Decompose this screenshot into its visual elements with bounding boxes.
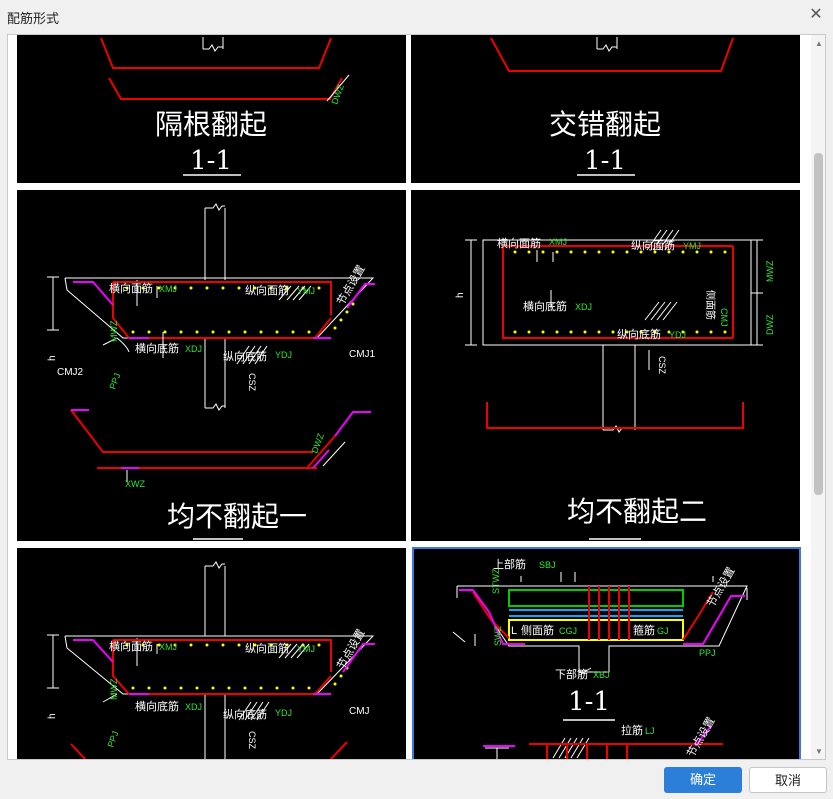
close-icon[interactable]: ✕ (809, 6, 823, 23)
label-xmj: XMJ (159, 642, 177, 652)
options-panel: DWZ 隔根翻起 1-1 交错翻起 1-1 (7, 34, 826, 760)
cancel-button[interactable]: 取消 (749, 767, 827, 793)
label-ppj: PPJ (107, 372, 122, 391)
label-ppj: PPJ (105, 730, 120, 749)
label-ydj: YDJ (669, 330, 686, 340)
option-tile-staggered-bent[interactable]: 交错翻起 1-1 (411, 35, 800, 183)
option-tile-alternate-bent[interactable]: DWZ 隔根翻起 1-1 (17, 35, 406, 183)
label-mwz: MWZ (109, 678, 119, 700)
label-lj-cn: 拉筋 (621, 723, 643, 737)
option-tile-no-bent-3[interactable]: 横向面筋 XMJ 纵向面筋 YMJ 横向底筋 XDJ 纵向底筋 YDJ 节点设置… (17, 548, 406, 759)
label-dwz: DWZ (309, 432, 326, 455)
label-cmj: CMJ (719, 308, 729, 327)
tile-caption: 均不翻起二 (567, 495, 707, 528)
scroll-up-icon[interactable]: ▲ (815, 39, 823, 48)
diagram-no-bent-1: 横向面筋 XMJ 纵向面筋 YMJ 横向底筋 XDJ 纵向底筋 YDJ 节点设置… (47, 203, 376, 540)
label-lj: LJ (645, 726, 655, 736)
label-xdj-cn: 横向底筋 (523, 299, 567, 313)
label-csz: CSZ (657, 356, 667, 375)
label-cgj: CGJ (559, 626, 577, 636)
label-l: L (511, 625, 517, 637)
label-node-setting: 节点设置 (704, 565, 737, 610)
section-label: 1-1 (584, 146, 626, 176)
label-cmj1: CMJ1 (349, 349, 376, 360)
label-xbj-cn: 下部筋 (555, 667, 588, 681)
label-ymj-cn: 纵向面筋 (245, 641, 289, 655)
label-ydj-cn: 纵向底筋 (223, 707, 267, 721)
label-xdj-cn: 横向底筋 (135, 341, 179, 355)
label-h: h (455, 292, 466, 298)
label-ydj: YDJ (275, 708, 292, 718)
diagram-beam-stirrup: 上部筋 SBJ STWZ SWZ L 侧面筋 CGJ 箍筋 GJ 节点设置 PP… (452, 557, 748, 760)
label-xwz: XWZ (125, 479, 145, 489)
vertical-scrollbar[interactable]: ▲ ▼ (811, 35, 825, 759)
label-sbj-cn: 上部筋 (493, 557, 526, 571)
label-xdj: XDJ (575, 302, 592, 312)
label-xmj-cn: 横向面筋 (109, 281, 153, 295)
label-ymj: YMJ (297, 644, 315, 654)
scroll-down-icon[interactable]: ▼ (815, 747, 823, 756)
scroll-thumb[interactable] (814, 153, 823, 495)
label-h: h (47, 713, 58, 719)
diagram-staggered-bent: 交错翻起 1-1 (490, 37, 734, 176)
label-cmj-cn: 侧面筋 (704, 290, 717, 320)
tile-caption: 交错翻起 (549, 108, 661, 141)
section-label: 1-1 (568, 687, 610, 717)
label-xdj: XDJ (185, 344, 202, 354)
diagram-alternate-bent: DWZ 隔根翻起 1-1 (100, 37, 350, 176)
diagram-no-bent-2: 横向面筋 XMJ 纵向面筋 YMJ 横向底筋 XDJ 纵向底筋 YDJ 侧面筋 … (455, 229, 775, 540)
label-xdj-cn: 横向底筋 (135, 699, 179, 713)
label-xbj: XBJ (593, 670, 610, 680)
tile-caption: 均不翻起一 (167, 500, 307, 533)
label-dwz: DWZ (765, 314, 775, 335)
label-node-setting: 节点设置 (334, 263, 367, 308)
label-h: h (47, 355, 58, 361)
section-label: 1-1 (190, 146, 232, 176)
diagram-no-bent-3: 横向面筋 XMJ 纵向面筋 YMJ 横向底筋 XDJ 纵向底筋 YDJ 节点设置… (47, 561, 375, 759)
label-ydj-cn: 纵向底筋 (617, 327, 661, 341)
dialog-titlebar: 配筋形式 ✕ (0, 0, 833, 32)
label-sbj: SBJ (539, 560, 556, 570)
label-ydj: YDJ (275, 350, 292, 360)
confirm-button[interactable]: 确定 (664, 767, 742, 793)
option-tile-no-bent-1[interactable]: 横向面筋 XMJ 纵向面筋 YMJ 横向底筋 XDJ 纵向底筋 YDJ 节点设置… (17, 190, 406, 541)
label-stwz: STWZ (491, 568, 501, 594)
label-ymj-cn: 纵向面筋 (245, 283, 289, 297)
dialog-title: 配筋形式 (7, 11, 60, 26)
label-swz: SWZ (493, 626, 503, 646)
label-ymj-cn: 纵向面筋 (631, 238, 675, 252)
label-cgj-cn: 侧面筋 (521, 623, 554, 637)
label-node-setting: 节点设置 (334, 627, 367, 672)
tile-caption: 隔根翻起 (155, 108, 267, 141)
label-cmj: CMJ (349, 706, 370, 717)
label-csz: CSZ (247, 731, 257, 750)
label-ymj: YMJ (297, 286, 315, 296)
label-mwz: MWZ (109, 320, 119, 342)
option-tile-beam-stirrup[interactable]: 上部筋 SBJ STWZ SWZ L 侧面筋 CGJ 箍筋 GJ 节点设置 PP… (412, 547, 801, 760)
label-gj: GJ (657, 626, 669, 636)
label-mwz: MWZ (765, 260, 775, 282)
label-ppj: PPJ (699, 648, 716, 658)
label-csz: CSZ (247, 373, 257, 392)
label-xmj: XMJ (159, 284, 177, 294)
label-ydj-cn: 纵向底筋 (223, 349, 267, 363)
option-tile-no-bent-2[interactable]: 横向面筋 XMJ 纵向面筋 YMJ 横向底筋 XDJ 纵向底筋 YDJ 侧面筋 … (411, 190, 800, 541)
label-xmj: XMJ (549, 237, 567, 247)
label-xmj-cn: 横向面筋 (497, 236, 541, 250)
rebar-form-grid: DWZ 隔根翻起 1-1 交错翻起 1-1 (17, 35, 807, 760)
label-xmj-cn: 横向面筋 (109, 639, 153, 653)
label-xdj: XDJ (185, 702, 202, 712)
label-dwz: DWZ (329, 83, 346, 106)
label-cmj2: CMJ2 (57, 367, 84, 378)
label-gj-cn: 箍筋 (633, 623, 655, 637)
label-ymj: YMJ (683, 241, 701, 251)
label-node-setting-2: 节点设置 (684, 715, 717, 760)
